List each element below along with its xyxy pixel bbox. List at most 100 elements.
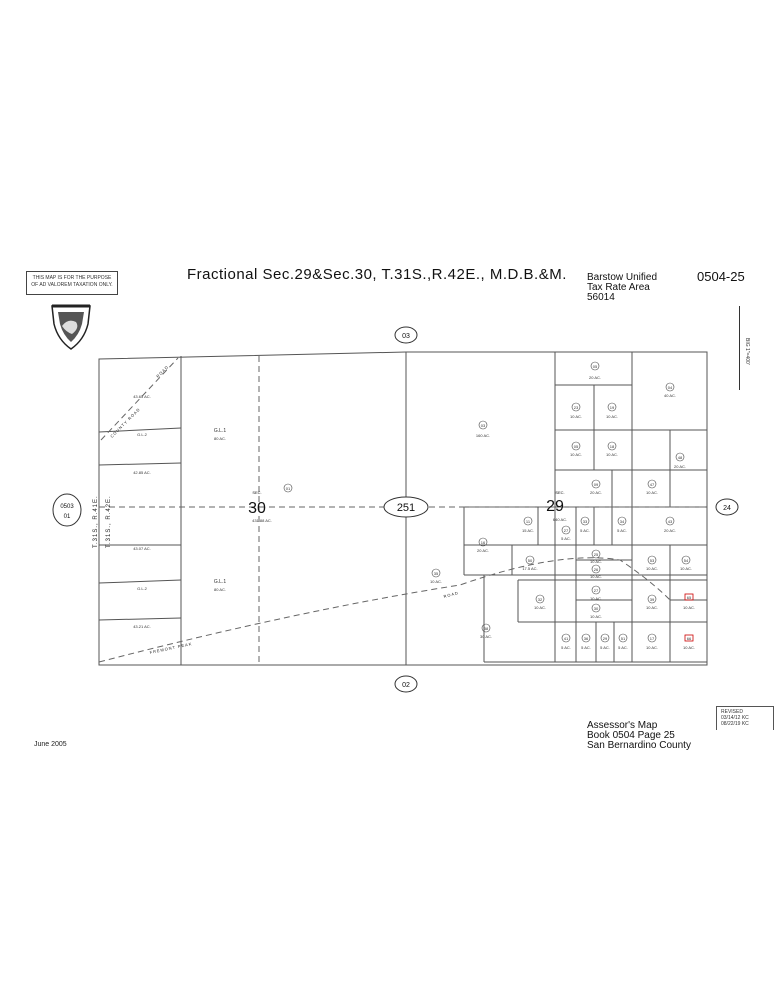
parcel: 33 5 AC. [580,516,590,533]
parcel-number: 47 [650,482,655,487]
parcel: 27 5 AC. [561,525,571,541]
parcel: 23 10 AC. [570,402,582,419]
gl-label: G.L.2 [137,586,148,591]
parcel-number: 23 [574,405,579,410]
parcel-number: 16 [481,540,486,545]
parcel-acres: 20 AC. [477,548,489,553]
parcel-acres: 10 AC. [683,645,695,650]
parcel-number: 25 [594,552,599,557]
parcel-acres: 640 AC. [553,517,567,522]
parcel-number: 35 [434,571,439,576]
gl-label: G.L.1 [214,579,226,585]
map-number: 0504-25 [697,269,745,284]
parcel-number: 39 [650,597,655,602]
parcel-acres: 5 AC. [618,645,628,650]
revision-box: REVISED 03/14/12 KC 08/22/19 KC [716,706,774,730]
section-29-sec-label: SEC. [555,490,564,495]
parcel-number: 11 [526,519,531,524]
gl-label: G.L.2 [137,432,148,437]
parcel-number: 53 [650,558,655,563]
section-30-number: 30 [248,500,266,517]
parcel-acres: 5 AC. [600,645,610,650]
parcel-acres: 5 AC. [561,536,571,541]
parcel-acres: 17.5 AC. [522,566,537,571]
parcel-number: 01 [286,486,291,491]
parcel-acres: 5 AC. [580,528,590,533]
township-right: T.31S., R.42E. [106,495,112,548]
parcel-acres: 20 AC. [590,490,602,495]
road-label: ROAD [443,590,459,599]
parcel: 29 5 AC. [600,633,610,650]
parcel-acres: 160 AC. [476,433,490,438]
school-district-block: Barstow Unified Tax Rate Area 56014 [587,273,657,303]
parcel: 34 5 AC. [617,516,627,533]
parcel-number: 38 [484,626,489,631]
revised-date-2: 08/22/19 KC [721,721,749,727]
parcel: 09 20 AC. [590,479,602,495]
parcel: 39 10 AC. [646,594,658,610]
parcel-number: 34 [620,519,625,524]
assessor-info: Assessor's Map Book 0504 Page 25 San Ber… [587,721,691,751]
adjacent-left-label-1: 0503 [60,504,74,510]
scale-label: BIG 1"=400' [744,338,750,365]
parcel-number: 65 [687,595,692,600]
parcel-acres: 10 AC. [590,559,602,564]
parcel-acres: 10 AC. [430,579,442,584]
parcel-number: 18 [610,444,615,449]
parcel-number: 03 [481,423,486,428]
tax-rate-area-number: 56014 [587,292,615,303]
adjacent-page-left [52,493,82,527]
parcel-number: 05 [593,364,598,369]
notice-line-1: THIS MAP IS FOR THE PURPOSE [32,275,112,281]
parcel-number: 26 [594,567,599,572]
section-30-sec-label: SEC. [252,490,261,495]
parcel-acres: 10 AC. [606,414,618,419]
gl-acres: 43.21 AC. [133,624,151,629]
parcel: 54 10 AC. [680,555,692,571]
parcel: 53 10 AC. [646,555,658,571]
adjacent-page-top [394,326,418,344]
parcel-number: 09 [594,482,599,487]
adjacent-top-label: 03 [402,333,410,340]
parcel: 05 10 AC. [570,441,582,457]
map-boundary [98,351,708,666]
gl-acres: 80 AC. [214,436,226,441]
adjacent-page-bottom [394,675,418,693]
parcel-acres: 10 AC. [680,566,692,571]
gl-acres: 80 AC. [214,587,226,592]
north-arrow-scale [739,306,754,390]
parcel-number: 41 [564,636,569,641]
block-number: 251 [397,502,415,514]
section-29-number: 29 [546,498,564,515]
parcel-acres: 10 AC. [646,566,658,571]
parcel: 17 10 AC. [646,633,658,650]
parcel: 50 17.5 AC. [522,555,538,571]
parcel: 03 160 AC. [476,420,490,438]
parcel-number: 54 [684,558,689,563]
parcel-number: 17 [650,636,655,641]
parcel-number: 51 [621,636,626,641]
school-district: Barstow Unified [587,272,658,283]
parcel: 25 10 AC. [590,549,602,564]
revised-label: REVISED [721,709,743,715]
parcel: 27 10 AC. [590,585,602,601]
taxation-notice: THIS MAP IS FOR THE PURPOSE OF AD VALORE… [26,271,118,295]
parcel-acres: 10 AC. [646,605,658,610]
parcel: 19 10 AC. [606,402,618,419]
parcel: 36 5 AC. [581,633,591,650]
parcel-number: 32 [538,597,543,602]
adjacent-right-label: 24 [723,505,731,512]
parcel-acres: 20 AC. [589,375,601,380]
parcel-number: 04 [668,385,673,390]
parcel: 640 AC. [553,517,567,522]
parcel-acres: 20 AC. [664,528,676,533]
parcel-acres: 5 AC. [561,645,571,650]
parcel-acres: 10 AC. [646,490,658,495]
assessor-title: Assessor's Map [587,720,658,731]
parcel: 38 30 AC. [480,623,492,639]
parcel-number: 27 [594,588,599,593]
parcel-acres: 15 AC. [522,528,534,533]
parcel-number: 50 [528,558,533,563]
gl-acres: 42.85 AC. [133,470,151,475]
